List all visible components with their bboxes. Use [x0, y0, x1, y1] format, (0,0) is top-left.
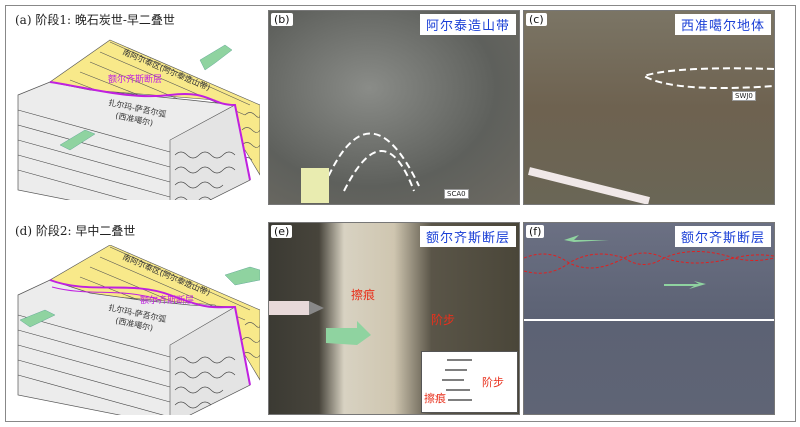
fault-label: 额尔齐斯断层	[140, 294, 194, 306]
inset-step-label: 阶步	[482, 376, 504, 389]
panel-b-photo: (b) 阿尔泰造山带 SCA0	[268, 10, 520, 205]
figure-frame	[5, 5, 796, 422]
panel-e-tag: (e)	[271, 225, 293, 238]
panel-d-title: (d) 阶段2: 早中二叠世	[15, 224, 136, 238]
panel-b-tag: (b)	[271, 13, 293, 26]
fault-line	[49, 81, 251, 181]
striation-label: 擦痕	[351, 288, 376, 302]
arrow-icon	[224, 266, 260, 286]
panel-b-caption: 阿尔泰造山带	[419, 14, 516, 35]
arrow-icon	[564, 235, 609, 242]
panel-e-caption: 额尔齐斯断层	[419, 226, 516, 247]
arrow-icon	[59, 129, 96, 151]
panel-d-block-diagram: 南阿尔泰区(阿尔泰造山带) 额尔齐斯断层 扎尔玛-萨吾尔弧 (西准噶尔)	[17, 245, 260, 415]
panel-c-caption: 西准噶尔地体	[674, 14, 771, 35]
fault-label: 额尔齐斯断层	[108, 73, 162, 85]
panel-e-photo: (e) 额尔齐斯断层 擦痕 阶步 擦痕 阶步	[268, 222, 520, 415]
step-label: 阶步	[431, 313, 456, 327]
panel-a-block-diagram: 南阿尔泰区(阿尔泰造山带) 额尔齐斯断层 扎尔玛-萨吾尔弧 (西准噶尔)	[17, 39, 260, 200]
panel-c-tag: (c)	[526, 13, 547, 26]
panel-f-photo: (f) 额尔齐斯断层	[523, 222, 775, 415]
shear-lens-trace	[524, 235, 774, 321]
panel-a-title: (a) 阶段1: 晚石炭世-早二叠世	[15, 13, 175, 27]
panel-b-scale-label: SCA0	[444, 189, 469, 199]
arrow-icon	[199, 44, 233, 71]
arrow-icon	[664, 281, 706, 289]
arrow-icon	[19, 309, 56, 328]
inset-striation-label: 擦痕	[424, 392, 446, 405]
arrow-icon	[269, 301, 371, 345]
fault-line	[49, 279, 251, 386]
panel-f-tag: (f)	[526, 225, 545, 238]
panel-c-photo: (c) 西准噶尔地体 SWJ0	[523, 10, 775, 205]
panel-c-scale-label: SWJ0	[732, 91, 756, 101]
inset-sketch: 擦痕 阶步	[421, 351, 518, 413]
panel-f-caption: 额尔齐斯断层	[674, 226, 771, 247]
fold-trace	[301, 132, 420, 203]
fold-trace	[528, 67, 774, 204]
